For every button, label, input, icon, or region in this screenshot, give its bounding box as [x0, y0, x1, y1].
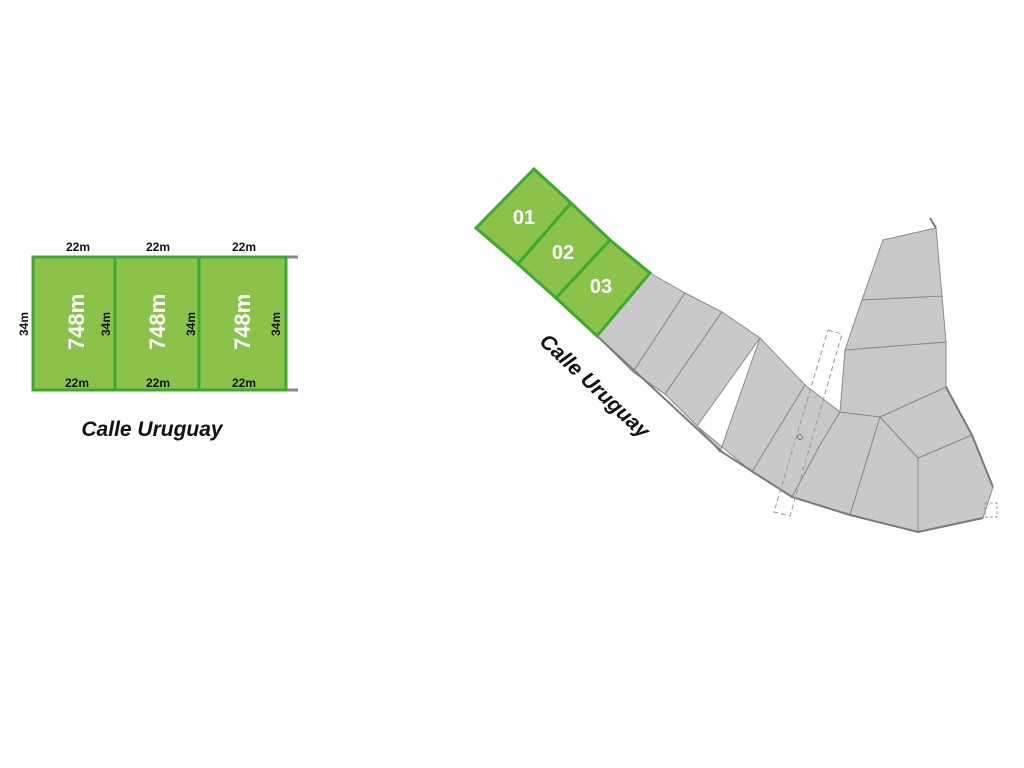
lot-2-depth: 34m — [184, 312, 198, 336]
lot-2-bottom-width: 22m — [146, 376, 170, 390]
dashed-easement — [773, 329, 843, 517]
gray-lot[interactable] — [844, 295, 947, 351]
lot-3-top-width: 22m — [232, 240, 256, 254]
dashed-marker — [984, 502, 998, 518]
lot-detail-diagram: 22m 22m 22m 22m 22m 22m 34m 748m 748m 74… — [17, 240, 298, 441]
survey-marker — [797, 434, 803, 440]
lot-3-area: 748m — [230, 294, 255, 350]
lot-1-area: 748m — [64, 294, 89, 350]
lot-1-bottom-width: 22m — [65, 376, 89, 390]
detail-street-name: Calle Uruguay — [81, 418, 224, 441]
subdivision-map: 01 02 03 Calle Uruguay — [473, 166, 998, 534]
lot-01-label: 01 — [513, 207, 535, 229]
boundary-line — [945, 386, 994, 488]
left-side-depth: 34m — [17, 312, 31, 336]
street-edge — [596, 335, 984, 534]
lot-03-label: 03 — [590, 276, 612, 298]
lot-3-bottom-width: 22m — [232, 376, 256, 390]
gray-lot[interactable] — [696, 337, 806, 473]
lot-2-top-width: 22m — [146, 240, 170, 254]
lot-1-top-width: 22m — [66, 240, 90, 254]
lot-03[interactable] — [553, 237, 653, 339]
boundary-line — [929, 217, 937, 229]
lot-detail-3[interactable] — [197, 255, 288, 392]
lot-1-depth: 34m — [99, 312, 113, 336]
lot-2-area: 748m — [145, 294, 170, 350]
lot-3-depth: 34m — [269, 312, 283, 336]
gray-lot[interactable] — [861, 227, 943, 301]
lot-02-label: 02 — [552, 242, 574, 264]
